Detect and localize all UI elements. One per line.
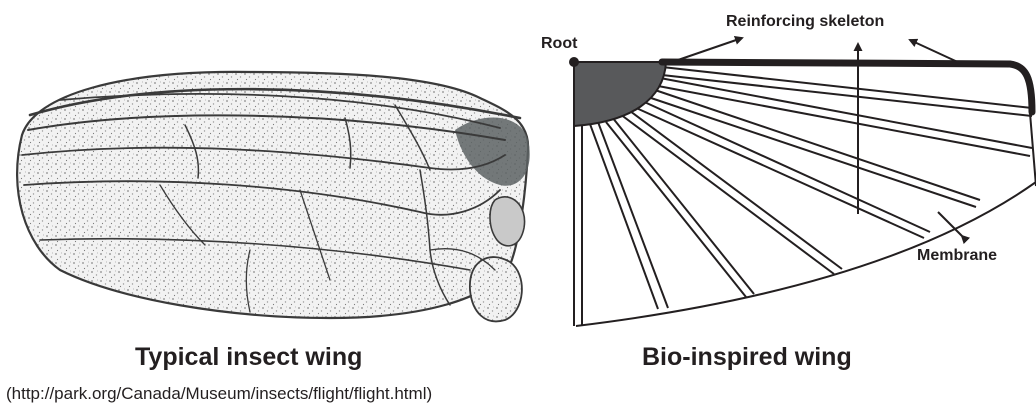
skeleton-arrow-left [678,38,742,60]
insect-wing-lobe [470,257,522,321]
insect-wing-source: (http://park.org/Canada/Museum/insects/f… [6,384,432,404]
membrane-label: Membrane [917,247,997,264]
bio-inspired-wing-title: Bio-inspired wing [642,343,852,372]
insect-wing-lobe [490,197,525,246]
bio-inspired-wing-diagram: Root Reinforcing skeleton Membrane [541,13,1036,326]
root-pivot [569,57,579,67]
root-label: Root [541,35,578,52]
insect-wing-title: Typical insect wing [135,343,362,372]
reinforcing-skeleton-label: Reinforcing skeleton [726,13,884,30]
insect-wing-membrane [17,72,528,318]
insect-wing-illustration [17,72,530,322]
